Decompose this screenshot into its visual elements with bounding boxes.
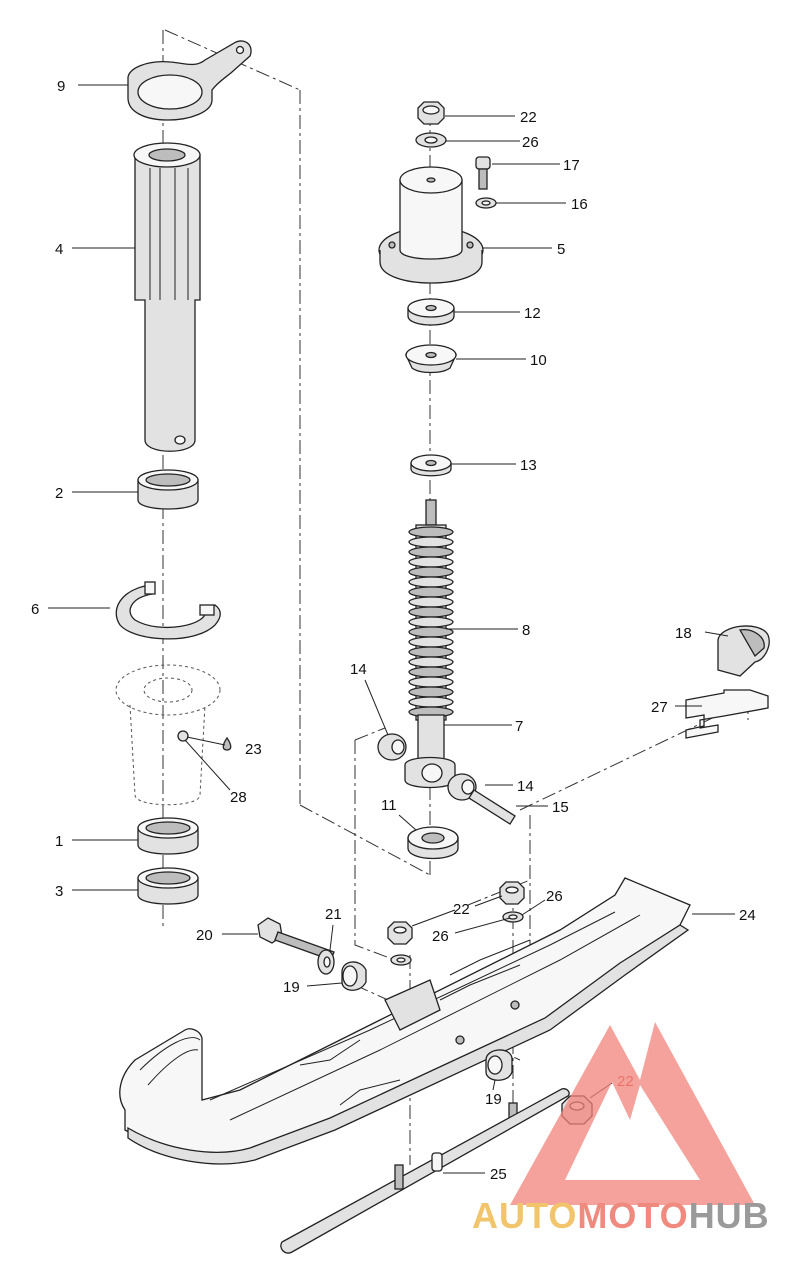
callout-28: 28 xyxy=(230,789,247,806)
callout-3: 3 xyxy=(55,883,63,900)
spring-coil xyxy=(408,676,454,688)
spring-coil xyxy=(408,686,454,698)
spring-coil xyxy=(408,546,454,558)
part-19-bushing-right xyxy=(485,1049,513,1081)
callout-9: 9 xyxy=(57,78,65,95)
watermark-part-moto: MOTO xyxy=(577,1195,688,1236)
callout-17: 17 xyxy=(563,157,580,174)
part-4-splined-tube xyxy=(133,142,201,452)
callout-18: 18 xyxy=(675,625,692,642)
spring-coil xyxy=(408,656,454,668)
callout-20: 20 xyxy=(196,927,213,944)
callout-26c: 26 xyxy=(432,928,449,945)
callout-19b: 19 xyxy=(485,1091,502,1108)
part-16-washer xyxy=(475,197,497,209)
callout-14b: 14 xyxy=(517,778,534,795)
callout-24: 24 xyxy=(739,907,756,924)
spring-coil xyxy=(408,556,454,568)
part-14-grommet-left xyxy=(377,733,407,761)
callout-13: 13 xyxy=(520,457,537,474)
part-11-washer xyxy=(407,826,459,860)
callout-1: 1 xyxy=(55,833,63,850)
spring-coil xyxy=(408,526,454,538)
callout-16: 16 xyxy=(571,196,588,213)
spring-coil xyxy=(408,606,454,618)
part-13-washer xyxy=(410,454,452,477)
callout-27: 27 xyxy=(651,699,668,716)
callout-15: 15 xyxy=(552,799,569,816)
part-23-grease-drop xyxy=(222,736,232,751)
callout-8: 8 xyxy=(522,622,530,639)
part-27-bracket xyxy=(685,689,769,739)
callout-22b: 22 xyxy=(453,901,470,918)
callout-12: 12 xyxy=(524,305,541,322)
part-22-ski-nut-right xyxy=(499,881,525,905)
part-14-grommet-right xyxy=(447,773,477,801)
watermark-triangle-icon xyxy=(510,1022,755,1205)
part-10-cup-washer xyxy=(404,344,458,374)
callout-23: 23 xyxy=(245,741,262,758)
callout-5: 5 xyxy=(557,241,565,258)
part-3-bushing xyxy=(137,867,199,905)
part-12-washer xyxy=(407,298,455,326)
part-22-ski-nut-left xyxy=(387,921,413,945)
callout-6: 6 xyxy=(31,601,39,618)
housing-flange-dotted xyxy=(115,664,221,806)
part-8-shock-spring xyxy=(408,499,454,721)
part-19-bushing-left xyxy=(341,961,367,991)
part-28-grease-fitting xyxy=(177,730,189,742)
part-26-ski-washer-left xyxy=(390,954,412,966)
part-24-ski xyxy=(119,877,691,1165)
part-1-bushing xyxy=(137,817,199,855)
part-6-circlip xyxy=(115,581,221,640)
spring-coil xyxy=(408,666,454,678)
watermark-part-hub: HUB xyxy=(689,1195,770,1236)
part-15-pin xyxy=(468,789,516,825)
spring-coil xyxy=(408,616,454,628)
part-9-spanner-wrench xyxy=(127,40,252,121)
callout-2: 2 xyxy=(55,485,63,502)
spring-coil xyxy=(408,646,454,658)
watermark-part-auto: AUTO xyxy=(472,1195,577,1236)
spring-coil xyxy=(408,596,454,608)
watermark-logo xyxy=(510,1022,755,1205)
part-20-bolt xyxy=(257,917,335,961)
spring-coil xyxy=(408,576,454,588)
callout-11: 11 xyxy=(381,797,397,814)
part-7-shock-eye xyxy=(404,714,456,789)
callout-7: 7 xyxy=(515,718,523,735)
part-21-washer xyxy=(317,949,335,975)
spring-coil xyxy=(408,636,454,648)
callout-19a: 19 xyxy=(283,979,300,996)
leader-lines xyxy=(48,84,735,1174)
spring-coil xyxy=(408,566,454,578)
callout-21: 21 xyxy=(325,906,342,923)
part-26-top-washer xyxy=(415,132,447,148)
part-18-cap xyxy=(717,625,770,677)
part-17-bolt xyxy=(475,156,491,190)
callout-14a: 14 xyxy=(350,661,367,678)
callout-4: 4 xyxy=(55,241,63,258)
spring-coil xyxy=(408,696,454,708)
callout-10: 10 xyxy=(530,352,547,369)
spring-coil xyxy=(408,536,454,548)
callout-22a: 22 xyxy=(520,109,537,126)
part-5-top-mount xyxy=(378,166,484,284)
part-2-bushing xyxy=(137,469,199,510)
part-22-top-nut xyxy=(417,101,445,125)
spring-coil xyxy=(408,586,454,598)
callout-26b: 26 xyxy=(546,888,563,905)
watermark-brand-text: AUTOMOTOHUB xyxy=(472,1195,770,1236)
callout-26a: 26 xyxy=(522,134,539,151)
callout-25: 25 xyxy=(490,1166,507,1183)
part-25-runner xyxy=(280,1088,570,1254)
part-26-ski-washer-right xyxy=(502,911,524,923)
